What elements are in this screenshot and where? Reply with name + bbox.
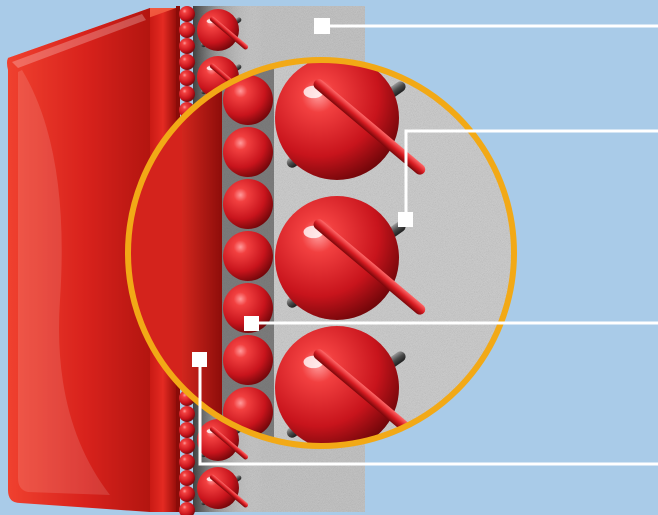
small-bead xyxy=(179,38,195,54)
callout-line-cross xyxy=(404,129,658,219)
callout-marker-sphere xyxy=(244,316,259,331)
zoom-bead xyxy=(223,179,273,229)
zoom-bead xyxy=(223,231,273,281)
zoom-sphere-1 xyxy=(275,60,426,180)
small-bead xyxy=(179,454,195,470)
callout-marker-cross xyxy=(398,212,413,227)
outer-sphere-group xyxy=(197,9,249,509)
zoom-sphere-3 xyxy=(275,326,426,446)
zoom-bead xyxy=(223,75,273,125)
panel-front-face xyxy=(7,8,150,512)
small-bead xyxy=(179,406,195,422)
zoom-bead-column xyxy=(223,75,273,437)
outer-sphere-1 xyxy=(197,9,249,51)
zoom-bead xyxy=(223,127,273,177)
callout-marker-panel xyxy=(192,352,207,367)
zoom-bead xyxy=(223,283,273,333)
small-bead xyxy=(179,22,195,38)
small-bead xyxy=(179,470,195,486)
zoom-bead xyxy=(223,335,273,385)
callouts xyxy=(198,24,658,466)
zoom-sphere-group xyxy=(275,60,426,446)
small-bead xyxy=(179,54,195,70)
callout-markers xyxy=(192,18,413,367)
small-bead xyxy=(179,486,195,502)
small-bead xyxy=(179,502,195,515)
outer-sphere-4 xyxy=(197,467,249,509)
small-bead xyxy=(179,6,195,22)
small-bead xyxy=(179,70,195,86)
small-bead xyxy=(179,422,195,438)
callout-marker-coating xyxy=(314,18,330,34)
callout-line-panel xyxy=(198,360,658,466)
outer-sphere-3 xyxy=(197,419,249,461)
small-bead xyxy=(179,86,195,102)
zoom-view xyxy=(125,57,517,449)
zoom-sphere-2 xyxy=(275,196,426,320)
small-bead xyxy=(179,438,195,454)
magnifier-ring xyxy=(125,57,517,449)
